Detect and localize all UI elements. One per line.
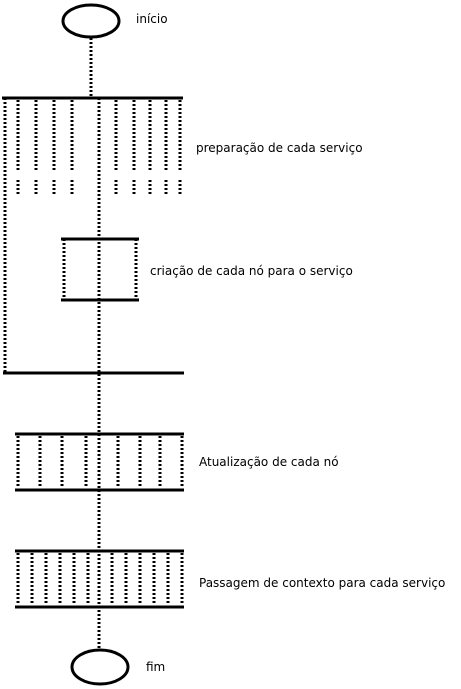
prep-block — [2, 96, 184, 375]
update-parallel-bars — [16, 436, 184, 488]
start-terminal — [61, 3, 121, 39]
main-flow-line — [89, 38, 101, 650]
end-terminal — [70, 648, 130, 686]
update-label: Atualização de cada nó — [199, 455, 339, 469]
node-creation-label: criação de cada nó para o serviço — [150, 264, 353, 278]
update-block — [15, 432, 184, 492]
node-creation-block — [61, 237, 139, 302]
start-label: início — [136, 12, 168, 26]
context-block — [15, 549, 184, 609]
context-parallel-bars — [16, 553, 184, 605]
context-label: Passagem de contexto para cada serviço — [199, 576, 446, 590]
prep-label: preparação de cada serviço — [196, 141, 363, 155]
end-label: fim — [146, 660, 166, 674]
prep-parallel-bars — [16, 100, 182, 196]
